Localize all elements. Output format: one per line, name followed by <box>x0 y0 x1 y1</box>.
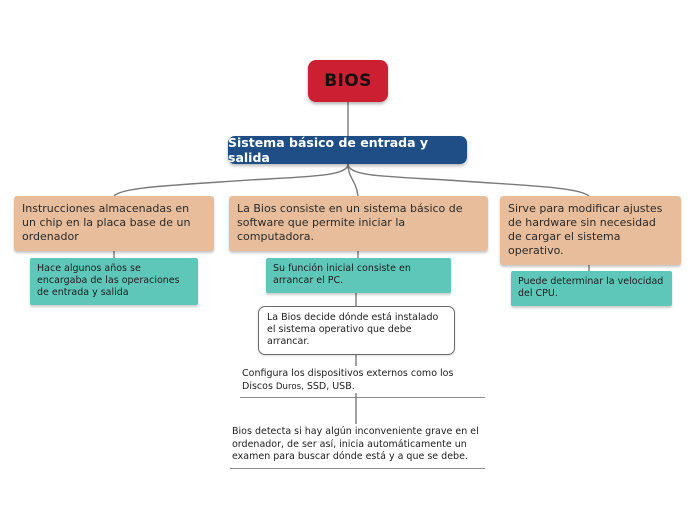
edge-subtitle-to-center <box>347 163 359 197</box>
detail-text-main: Configura los dispositivos externos como… <box>242 368 454 392</box>
node-branch-center[interactable]: La Bios consiste en un sistema básico de… <box>229 196 488 251</box>
node-detail-diagnostics-label: Bios detecta si hay algún inconveniente … <box>232 426 479 462</box>
node-leaf-left[interactable]: Hace algunos años se encargaba de las op… <box>30 258 198 305</box>
node-detail-os-location[interactable]: La Bios decide dónde está instalado el s… <box>258 306 455 355</box>
detail-text-small: Duros, <box>275 381 304 392</box>
node-branch-left-label: Instrucciones almacenadas en un chip en … <box>22 202 191 243</box>
node-detail-diagnostics[interactable]: Bios detecta si hay algún inconveniente … <box>230 424 485 469</box>
node-detail-external-devices-label: Configura los dispositivos externos como… <box>242 368 483 393</box>
node-subtitle-label: Sistema básico de entrada y salida <box>228 135 429 165</box>
node-root-bios[interactable]: BIOS <box>308 60 388 102</box>
node-detail-os-location-label: La Bios decide dónde está instalado el s… <box>267 312 439 347</box>
node-leaf-left-label: Hace algunos años se encargaba de las op… <box>37 263 180 298</box>
node-root-label: BIOS <box>324 71 372 91</box>
edge-subtitle-to-right <box>347 163 590 197</box>
node-leaf-center[interactable]: Su función inicial consiste en arrancar … <box>266 258 451 293</box>
node-branch-left[interactable]: Instrucciones almacenadas en un chip en … <box>14 196 214 251</box>
node-leaf-right[interactable]: Puede determinar la velocidad del CPU. <box>511 271 672 306</box>
detail-text-rest: SSD, USB. <box>303 380 355 392</box>
node-detail-external-devices[interactable]: Configura los dispositivos externos como… <box>240 366 485 398</box>
node-branch-right[interactable]: Sirve para modificar ajustes de hardware… <box>500 196 681 265</box>
node-leaf-center-label: Su función inicial consiste en arrancar … <box>273 263 411 286</box>
node-leaf-right-label: Puede determinar la velocidad del CPU. <box>518 276 664 299</box>
node-branch-right-label: Sirve para modificar ajustes de hardware… <box>508 202 663 257</box>
edge-subtitle-to-left <box>113 163 349 197</box>
node-branch-center-label: La Bios consiste en un sistema básico de… <box>237 202 463 243</box>
node-subtitle[interactable]: Sistema básico de entrada y salida <box>228 135 467 165</box>
